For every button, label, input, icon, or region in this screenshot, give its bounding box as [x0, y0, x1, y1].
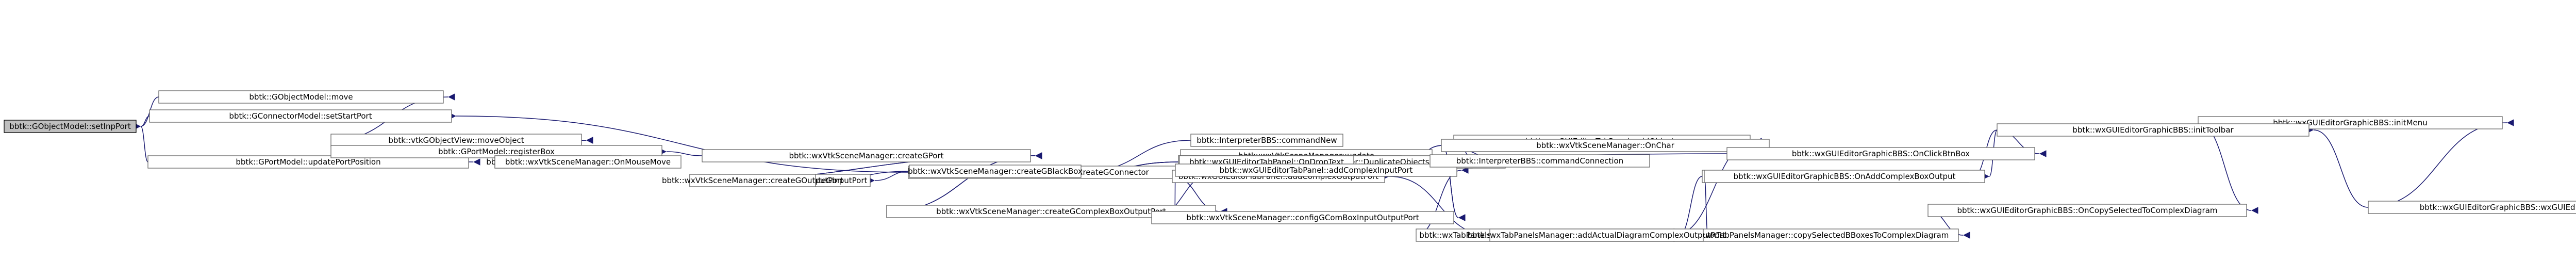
node-label: bbtk::wxVtkSceneManager::OnMouseMove [505, 157, 671, 167]
call-edge [1382, 173, 1490, 236]
node-box [909, 165, 1082, 178]
node-label: bbtk::wxVtkSceneManager::createGBlackBox [908, 167, 1083, 176]
node-interp-command-new[interactable]: bbtk::InterpreterBBS::commandNew [1190, 134, 1343, 147]
call-edge [2306, 126, 2369, 208]
node-label: bbtk::wxGUIEditorGraphicBBS::OnCopySelec… [1957, 206, 2217, 215]
node-label: bbtk::GObjectModel::move [249, 92, 353, 102]
call-edge [449, 112, 909, 173]
node-label: bbtk::wxGUIEditorGraphicBBS::OnAddComple… [1734, 172, 1956, 181]
node-create-g-port[interactable]: bbtk::wxVtkSceneManager::createGPort [702, 149, 1031, 162]
call-edge [1672, 176, 1703, 239]
node-label: bbtk::InterpreterBBS::commandConnection [1456, 156, 1623, 166]
node-box [1704, 170, 1985, 183]
node-box [2368, 201, 2576, 214]
node-on-char[interactable]: bbtk::wxVtkSceneManager::OnChar [1441, 139, 1770, 152]
node-box [1673, 228, 1959, 242]
node-gui-on-copy-selected[interactable]: bbtk::wxGUIEditorGraphicBBS::OnCopySelec… [1927, 204, 2247, 217]
node-gui-ctor[interactable]: bbtk::wxGUIEditorGraphicBBS::wxGUIEditor… [2368, 201, 2576, 214]
node-box [1489, 228, 1704, 242]
node-label: bbtk::wxGUIEditorTabPanel::addComplexInp… [1220, 166, 1413, 175]
node-label: bbtk::wxGUIEditorGraphicBBS::OnClickBtnB… [1792, 149, 1970, 158]
node-interp-command-connection[interactable]: bbtk::InterpreterBBS::commandConnection [1430, 154, 1650, 168]
node-box [4, 120, 137, 133]
node-box [1175, 163, 1457, 177]
call-edge [1704, 176, 1715, 239]
node-box [1726, 147, 2035, 160]
node-box [689, 174, 816, 187]
node-tabs-add-acdc-output-port[interactable]: bbtk::wxTabPanelsManager::addActualDiagr… [1467, 228, 1726, 242]
node-label: bbtk::vtkGObjectView::moveObject [388, 136, 524, 145]
node-gui-on-click-btn-box[interactable]: bbtk::wxGUIEditorGraphicBBS::OnClickBtnB… [1726, 147, 2035, 160]
node-gui-init-toolbar[interactable]: bbtk::wxGUIEditorGraphicBBS::initToolbar [1997, 123, 2309, 137]
call-edge [1416, 167, 1469, 236]
node-label: bbtk::InterpreterBBS::commandNew [1196, 136, 1337, 145]
node-box [1441, 139, 1770, 152]
call-edge [886, 152, 1042, 212]
node-box [1430, 154, 1650, 168]
node-box [1190, 134, 1343, 147]
node-set-inp-port[interactable]: bbtk::GObjectModel::setInpPort [4, 120, 137, 133]
node-label: bbtk::wxVtkSceneManager::createGComplexB… [936, 207, 1166, 216]
node-label: bbtk::GPortModel::registerBox [438, 147, 555, 156]
call-edge [2368, 119, 2514, 208]
node-vtk-move-object[interactable]: bbtk::vtkGObjectView::moveObject [330, 134, 582, 147]
node-label: bbtk::wxVtkSceneManager::OnChar [1536, 141, 1675, 150]
node-box [149, 109, 452, 123]
node-label: bbtk::wxGUIEditorGraphicBBS::wxGUIEditor… [2420, 203, 2576, 212]
call-edge [134, 123, 148, 162]
node-label: bbtk::GConnectorModel::setStartPort [229, 111, 372, 121]
node-label: bbtk::GPortModel::updatePortPosition [236, 157, 380, 167]
call-nodes: bbtk::GObjectModel::setInpPort bbtk::GObj… [4, 90, 2576, 242]
call-edge [659, 148, 703, 156]
node-gobj-move[interactable]: bbtk::GObjectModel::move [158, 90, 444, 104]
node-box [1997, 123, 2309, 137]
node-config-gcb-input-output-port[interactable]: bbtk::wxVtkSceneManager::configGComBoxIn… [1151, 211, 1454, 224]
node-set-start-port[interactable]: bbtk::GConnectorModel::setStartPort [149, 109, 452, 123]
node-label: bbtk::wxVtkSceneManager::configGComBoxIn… [1186, 213, 1419, 222]
node-label: bbtk::wxTabPanelsManager::copySelectedBB… [1683, 231, 1949, 240]
node-box [1151, 211, 1454, 224]
call-edge [134, 116, 150, 130]
node-box [494, 155, 682, 169]
node-label: bbtk::wxTabPanelsManager::addActualDiagr… [1467, 231, 1726, 240]
node-label: bbtk::wxVtkSceneManager::createGPort [789, 151, 944, 160]
node-box [1927, 204, 2247, 217]
node-on-mouse-move[interactable]: bbtk::wxVtkSceneManager::OnMouseMove [494, 155, 682, 169]
node-label: bbtk::GObjectModel::setInpPort [9, 122, 131, 131]
node-label: bbtk::wxGUIEditorGraphicBBS::initMenu [2273, 118, 2428, 127]
node-label: bbtk::wxVtkSceneManager::createGOutputPo… [662, 176, 843, 185]
node-gui-on-add-c-output-port[interactable]: bbtk::wxGUIEditorGraphicBBS::OnAddComple… [1704, 170, 1985, 183]
node-tabs-copy-selected[interactable]: bbtk::wxTabPanelsManager::copySelectedBB… [1673, 228, 1959, 242]
node-edit-add-c-input-port[interactable]: bbtk::wxGUIEditorTabPanel::addComplexInp… [1175, 163, 1457, 177]
node-create-g-black-box[interactable]: bbtk::wxVtkSceneManager::createGBlackBox [908, 165, 1083, 178]
node-box [158, 90, 444, 104]
node-create-g-output-port[interactable]: bbtk::wxVtkSceneManager::createGOutputPo… [662, 174, 843, 187]
node-box [702, 149, 1031, 162]
node-label: bbtk::wxGUIEditorGraphicBBS::initToolbar [2072, 125, 2234, 135]
